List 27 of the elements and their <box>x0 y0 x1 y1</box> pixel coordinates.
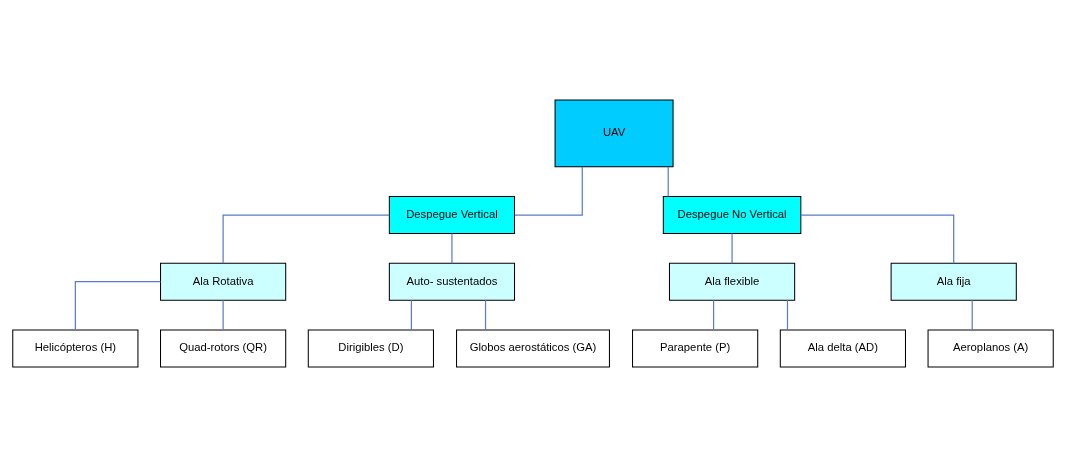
connector <box>222 213 390 264</box>
connector <box>731 232 733 264</box>
node-box: Globos aerostáticos (GA) <box>456 328 610 367</box>
connector <box>222 299 224 331</box>
node-box: Helicópteros (H) <box>12 328 139 367</box>
connector <box>514 166 583 216</box>
connector <box>786 299 789 331</box>
node-box: UAV <box>554 99 674 167</box>
connector <box>410 299 412 331</box>
node-box: Dirigibles (D) <box>307 328 434 367</box>
connector <box>667 166 669 197</box>
connector <box>713 299 715 331</box>
node-box: Quad-rotors (QR) <box>160 328 287 367</box>
connector <box>971 299 973 331</box>
connector <box>800 213 955 264</box>
node-box: Ala Rotativa <box>160 262 287 301</box>
node-box: Auto- sustentados <box>388 262 516 301</box>
connector <box>484 299 487 331</box>
connector <box>451 232 453 264</box>
connector <box>74 280 162 330</box>
node-box: Parapente (P) <box>632 328 759 367</box>
node-box: Despegue Vertical <box>388 195 516 234</box>
node-box: Ala delta (AD) <box>779 328 906 367</box>
node-box: Ala flexible <box>668 262 796 301</box>
node-box: Aeroplanos (A) <box>927 328 1054 367</box>
node-box: Despegue No Vertical <box>662 195 802 234</box>
node-box: Ala fija <box>890 262 1017 301</box>
